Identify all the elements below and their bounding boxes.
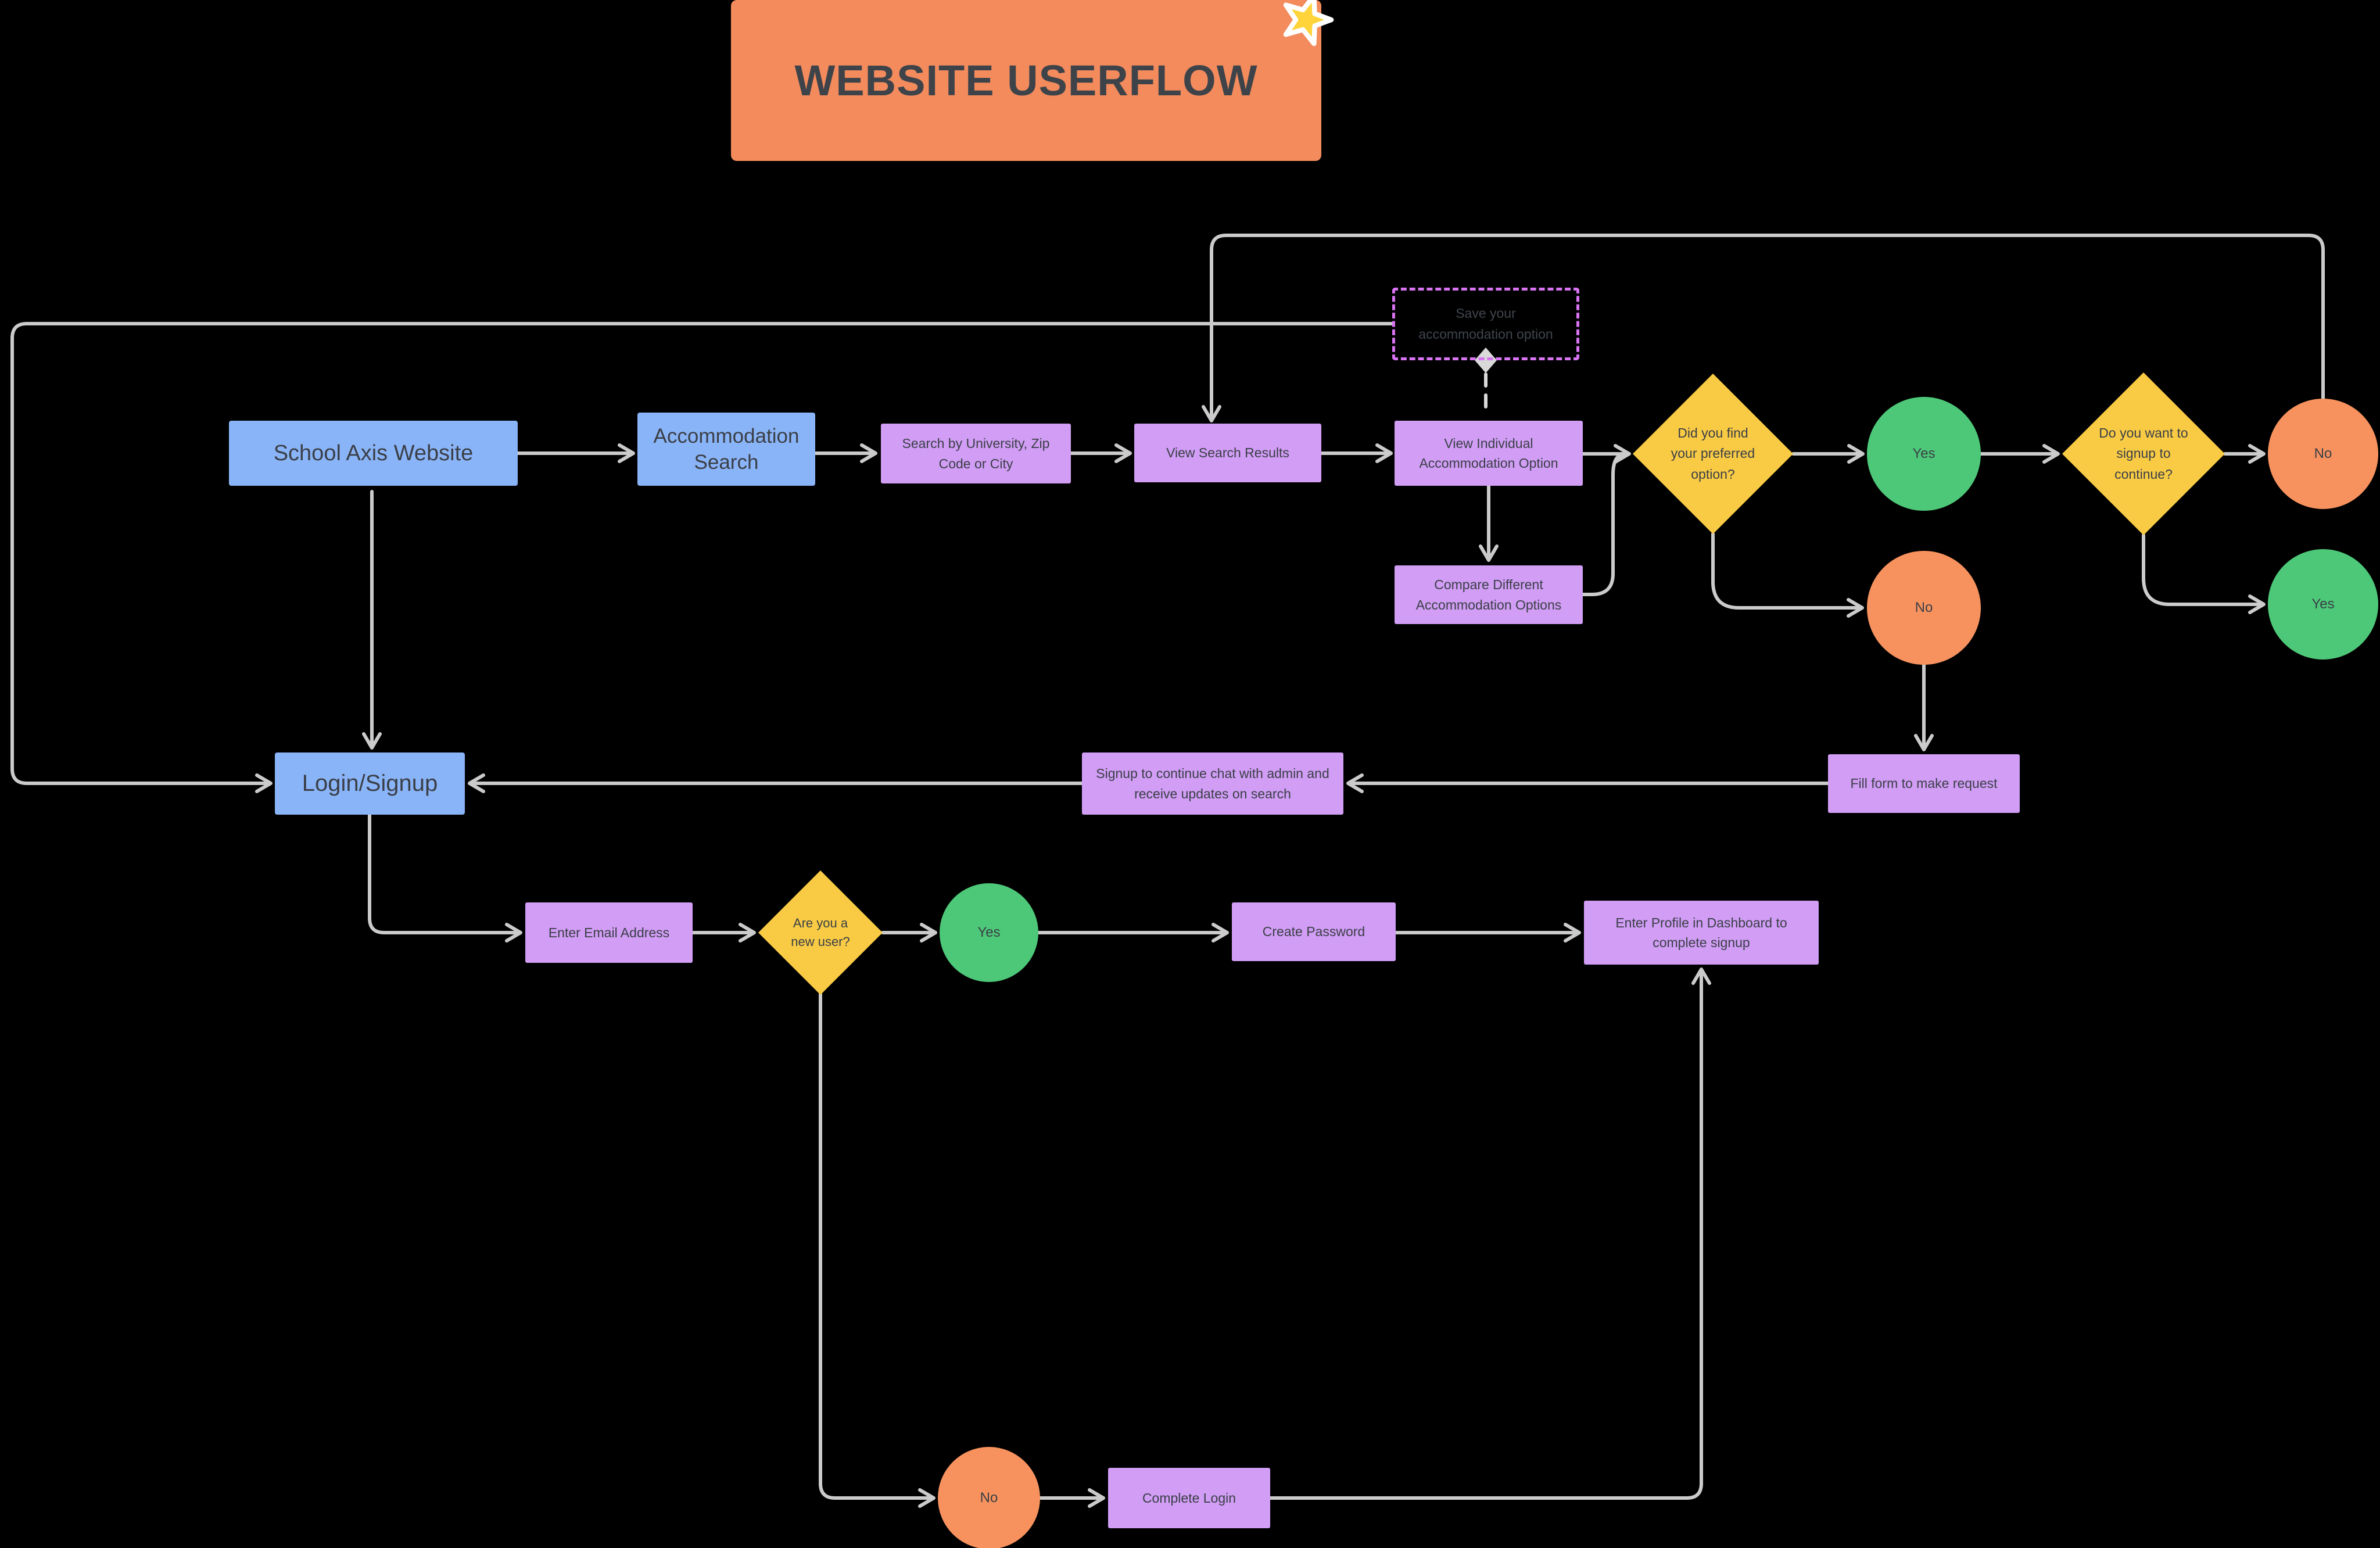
node-complete-login[interactable]: Complete Login — [1108, 1468, 1270, 1528]
node-label: Compare Different Accommodation Options — [1415, 577, 1562, 612]
node-accommodation-search[interactable]: Accommodation Search — [637, 413, 815, 486]
connector-decision3-to-no-bottom[interactable] — [819, 992, 935, 1508]
node-no-signup-continue[interactable]: No — [2268, 399, 2378, 509]
node-save-accommodation-note[interactable]: Save your accommodation option — [1392, 288, 1579, 360]
node-label: View Search Results — [1166, 445, 1289, 461]
node-label: Search by University, Zip Code or City — [902, 436, 1050, 471]
node-view-search-results[interactable]: View Search Results — [1134, 424, 1321, 482]
node-label: School Axis Website — [273, 440, 474, 465]
node-label: No — [980, 1490, 998, 1506]
node-school-axis-website[interactable]: School Axis Website — [229, 421, 518, 486]
node-label: No — [1915, 600, 1933, 615]
node-label: Yes — [977, 924, 1001, 940]
connector-no-loop-to-results[interactable] — [1202, 234, 2325, 422]
node-compare-options[interactable]: Compare Different Accommodation Options — [1395, 565, 1583, 624]
node-label: Are you a new user? — [791, 916, 850, 949]
node-yes-found-preferred[interactable]: Yes — [1867, 397, 1981, 511]
node-enter-email[interactable]: Enter Email Address — [525, 902, 693, 963]
node-label: Complete Login — [1142, 1490, 1236, 1506]
node-enter-profile-dashboard[interactable]: Enter Profile in Dashboard to complete s… — [1584, 901, 1819, 965]
node-label: Login/Signup — [302, 771, 438, 796]
node-create-password[interactable]: Create Password — [1232, 902, 1396, 961]
page-title: WEBSITE USERFLOW — [794, 56, 1258, 105]
connector-login-to-email[interactable] — [368, 813, 522, 943]
node-label: Enter Email Address — [548, 924, 670, 940]
node-label: Yes — [1912, 446, 1935, 461]
node-label: Signup to continue chat with admin and r… — [1096, 766, 1329, 801]
connector-completelogin-to-profile[interactable] — [1268, 967, 1711, 1500]
node-no-new-user[interactable]: No — [938, 1447, 1040, 1548]
connector-decision2-to-yes-bottom[interactable] — [2142, 533, 2266, 614]
node-label: No — [2314, 446, 2332, 461]
star-icon — [1283, 0, 1334, 46]
connector-save-option-to-login[interactable] — [10, 322, 1394, 793]
node-signup-continue-chat[interactable]: Signup to continue chat with admin and r… — [1082, 752, 1343, 815]
node-label: Yes — [2311, 596, 2335, 612]
node-label: Did you find your preferred option? — [1671, 425, 1755, 482]
node-search-by-university[interactable]: Search by University, Zip Code or City — [881, 424, 1071, 483]
node-label: Accommodation Search — [653, 424, 800, 474]
node-no-found-preferred[interactable]: No — [1867, 551, 1981, 665]
node-label: Enter Profile in Dashboard to complete s… — [1615, 915, 1787, 951]
node-label: Fill form to make request — [1850, 776, 1998, 791]
diagram-title-card[interactable]: WEBSITE USERFLOW — [731, 0, 1334, 161]
node-label: Create Password — [1262, 924, 1365, 940]
node-fill-form-request[interactable]: Fill form to make request — [1828, 754, 2020, 813]
node-login-signup[interactable]: Login/Signup — [275, 752, 465, 815]
node-label: Save your accommodation option — [1418, 305, 1553, 342]
connector-compare-to-decision1[interactable] — [1581, 452, 1628, 596]
node-view-individual-option[interactable]: View Individual Accommodation Option — [1395, 421, 1583, 486]
node-label: Do you want to signup to continue? — [2099, 425, 2188, 482]
node-yes-signup-continue[interactable]: Yes — [2268, 549, 2378, 660]
connector-decision1-to-no-mid[interactable] — [1711, 532, 1864, 618]
node-yes-new-user[interactable]: Yes — [940, 883, 1038, 982]
annotation-diamond-connector — [1475, 347, 1497, 373]
node-label: View Individual Accommodation Option — [1419, 435, 1558, 471]
